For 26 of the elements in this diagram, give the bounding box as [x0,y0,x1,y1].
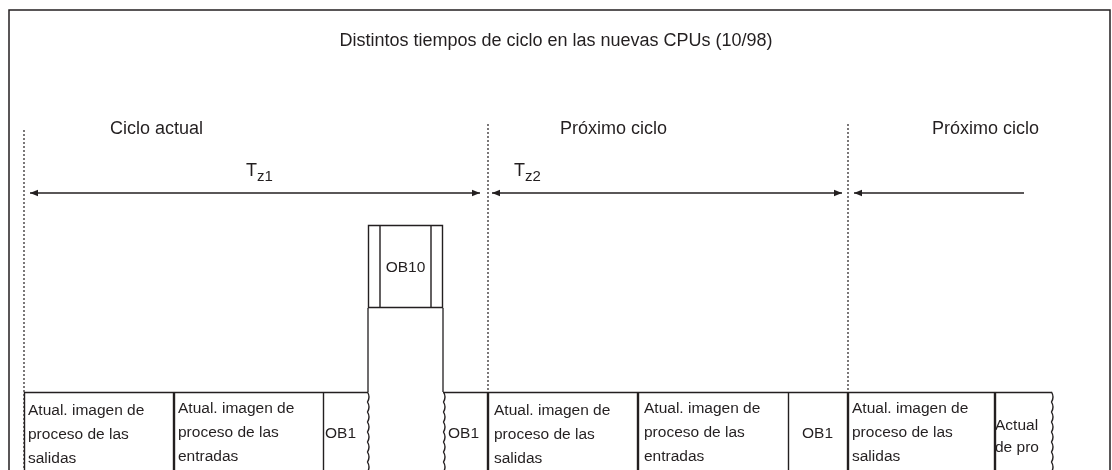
process-block [174,392,324,470]
process-block [488,392,638,470]
block-label: Actual de pro [995,415,1040,457]
diagram-title: Distintos tiempos de ciclo en las nuevas CPUs (10/98) [338,30,774,51]
block-label: Atual. imagen de proceso de las salidas [28,400,146,468]
process-block [848,392,995,470]
cycle-label: Próximo ciclo [932,118,1040,139]
process-block [789,392,848,470]
block-label: OB1 [325,423,356,443]
block-label: Atual. imagen de proceso de las salidas [494,400,612,468]
interrupt-block [368,225,443,308]
process-block [324,392,368,470]
block-label: OB1 [448,423,479,443]
period-label: T$_{z1}$ [246,160,273,184]
period-label: T$_{z2}$ [514,160,541,184]
process-block [638,392,789,470]
block-label: Atual. imagen de proceso de las salidas [852,398,970,466]
block-label: OB10 [384,257,427,277]
process-block [24,392,174,470]
block-label: OB1 [802,423,833,443]
cycle-label: Ciclo actual [110,118,204,139]
block-label: Atual. imagen de proceso de las entradas [644,398,762,466]
cycle-label: Próximo ciclo [560,118,668,139]
process-block [995,392,1052,470]
process-block [443,392,488,470]
block-label: Atual. imagen de proceso de las entradas [178,398,296,466]
